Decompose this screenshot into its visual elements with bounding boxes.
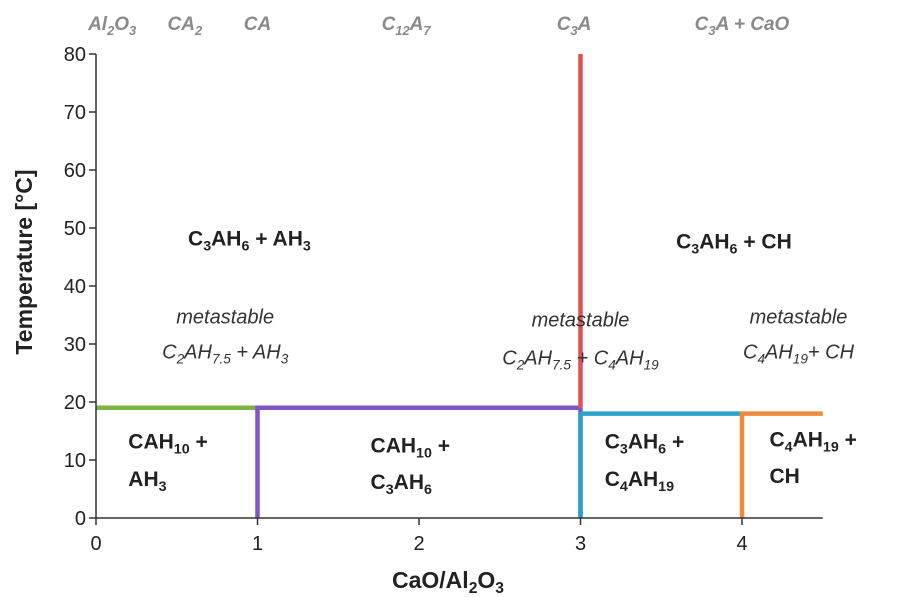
phase-region-label-2: metastable — [176, 307, 274, 329]
phase-region-label-0: C3AH6 + AH3 — [188, 227, 311, 254]
phase-region-label-8: CAH10 + — [128, 430, 207, 457]
phase-region-label-4: metastable — [532, 310, 630, 332]
y-tick-label-20: 20 — [64, 392, 86, 414]
phase-region-label-7: C4AH19+ CH — [743, 342, 855, 367]
top-composition-label-0: Al2O3 — [87, 14, 137, 38]
phase-region-label-3: C2AH7.5 + AH3 — [162, 342, 289, 367]
top-composition-label-3: C12A7 — [382, 14, 432, 38]
y-tick-label-0: 0 — [75, 508, 86, 530]
x-tick-label-2: 2 — [413, 533, 424, 555]
y-tick-label-10: 10 — [64, 450, 86, 472]
x-tick-label-0: 0 — [90, 533, 101, 555]
x-tick-label-4: 4 — [736, 533, 747, 555]
y-tick-label-30: 30 — [64, 334, 86, 356]
top-composition-label-5: C3A + CaO — [695, 14, 790, 38]
y-tick-label-50: 50 — [64, 218, 86, 240]
boundary-lines — [96, 54, 823, 518]
phase-boundary-1 — [255, 405, 581, 518]
phase-region-label-6: metastable — [750, 307, 848, 329]
x-tick-label-1: 1 — [252, 533, 263, 555]
phase-region-label-13: C4AH19 — [605, 468, 674, 495]
phase-region-label-9: AH3 — [128, 468, 166, 495]
y-tick-label-60: 60 — [64, 160, 86, 182]
top-composition-label-2: CA — [244, 14, 271, 35]
phase-region-label-5: C2AH7.5 + C4AH19 — [502, 347, 659, 372]
phase-region-label-10: CAH10 + — [371, 434, 450, 461]
y-tick-label-80: 80 — [64, 44, 86, 66]
phase-boundary-5 — [739, 411, 823, 518]
top-composition-label-1: CA2 — [168, 14, 203, 38]
phase-region-label-11: C3AH6 — [371, 471, 432, 498]
x-axis-title: CaO/Al2O3 — [392, 567, 504, 597]
y-tick-label-40: 40 — [64, 276, 86, 298]
phase-region-label-12: C3AH6 + — [605, 430, 685, 457]
top-composition-label-4: C3A — [557, 14, 592, 38]
y-tick-label-70: 70 — [64, 102, 86, 124]
x-tick-label-3: 3 — [575, 533, 586, 555]
phase-region-label-14: C4AH19 + — [769, 429, 856, 456]
phase-region-label-15: CH — [769, 465, 799, 488]
y-axis-title: Temperature [°C] — [11, 169, 37, 354]
phase-region-label-1: C3AH6 + CH — [676, 230, 792, 257]
